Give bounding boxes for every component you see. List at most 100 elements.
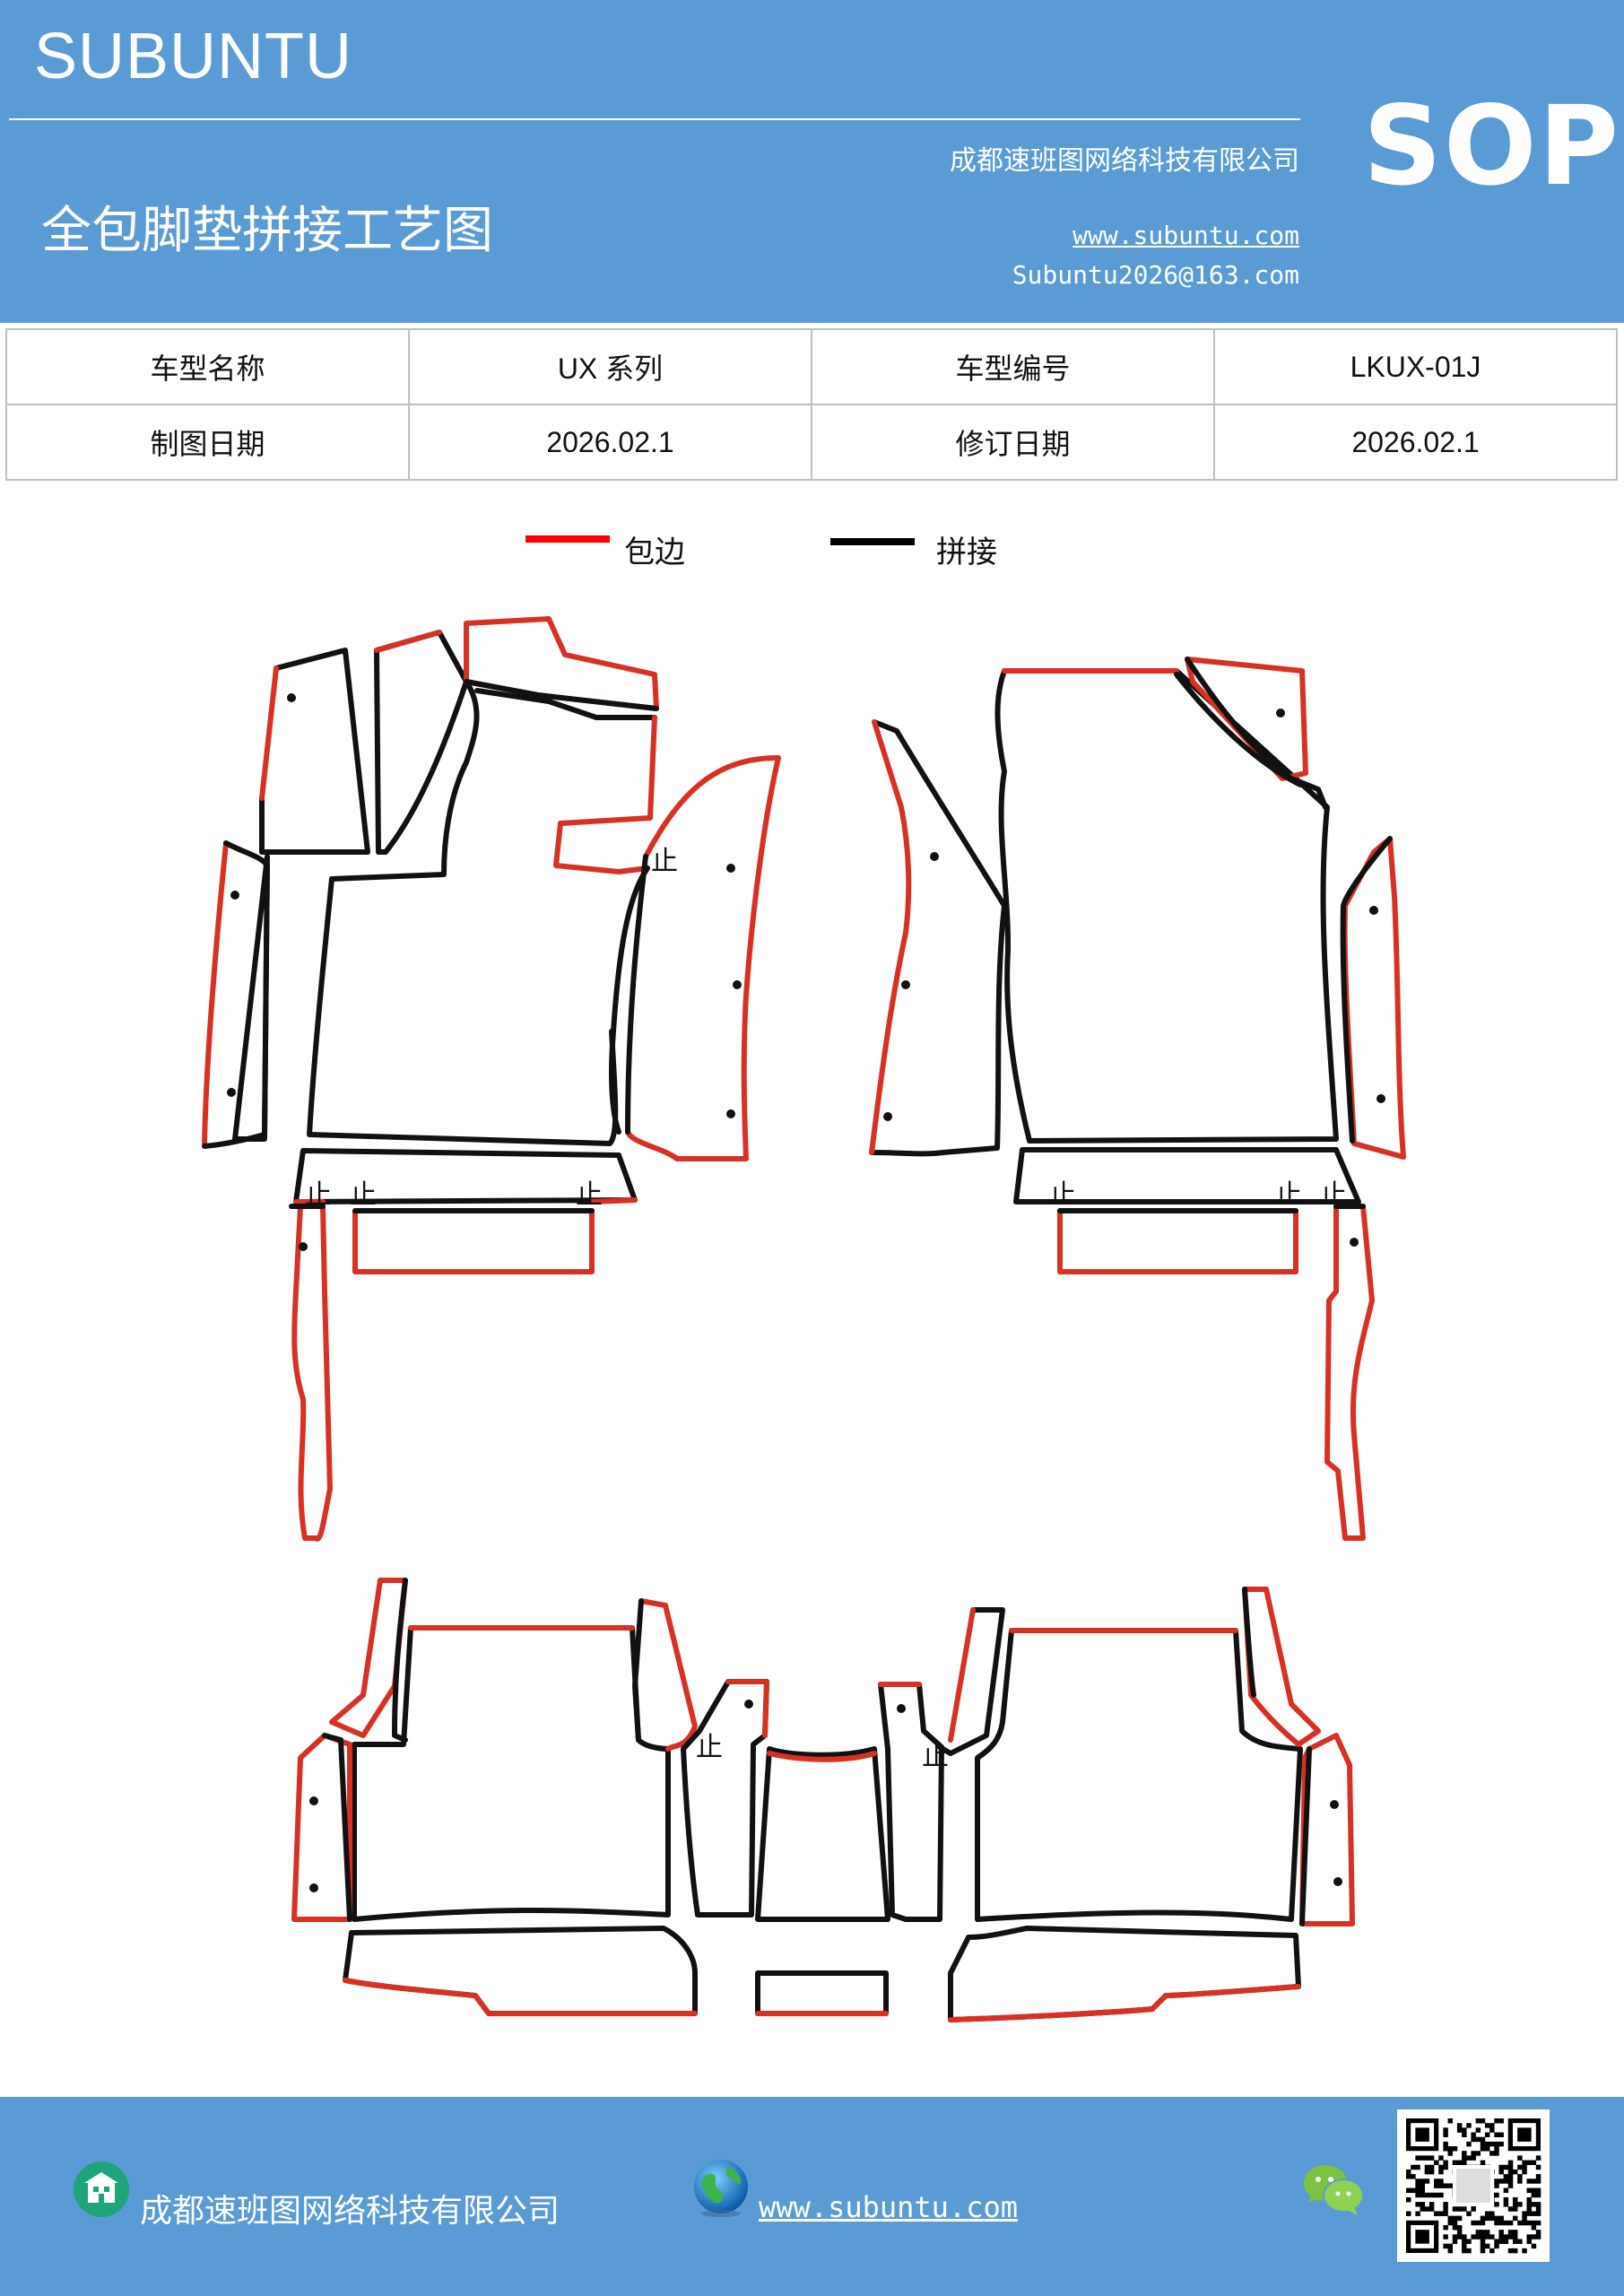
seam-outline — [343, 1926, 698, 2016]
seam-outline — [632, 1598, 644, 1743]
seam-outline — [681, 1679, 769, 1918]
seam-outline — [878, 1682, 944, 1922]
building-icon — [74, 2161, 129, 2217]
locating-hole — [287, 693, 296, 702]
qr-code[interactable] — [1397, 2109, 1550, 2262]
email-address: Subuntu2026@163.com — [1012, 260, 1299, 290]
locating-hole — [299, 1242, 308, 1251]
locating-hole — [1333, 1877, 1342, 1886]
seam-outline — [625, 854, 648, 1135]
table-row: 车型名称 UX 系列 车型编号 LKUX-01J — [5, 328, 1618, 405]
binding-edge — [1057, 1208, 1298, 1274]
binding-edge — [625, 755, 781, 1161]
seam-outline — [1340, 836, 1393, 1144]
locating-hole — [1350, 1238, 1359, 1247]
binding-edge — [1299, 1733, 1355, 1926]
sop-mark: SOP — [1363, 83, 1620, 210]
binding-edge — [202, 840, 229, 1146]
seam-outline — [948, 1926, 1301, 2022]
binding-edge — [553, 715, 657, 874]
binding-edge — [1185, 657, 1308, 781]
locating-hole — [309, 1883, 318, 1892]
splice-stop-mark: 止 — [576, 1179, 603, 1211]
seam-outline — [1174, 672, 1303, 787]
locating-hole — [227, 1088, 236, 1097]
binding-edge — [343, 1978, 698, 2016]
seam-outline — [259, 648, 370, 855]
model-name-label: 车型名称 — [5, 328, 410, 405]
revision-date-label: 修订日期 — [811, 404, 1215, 481]
seam-outline — [352, 1625, 671, 1922]
binding-edge — [259, 665, 279, 801]
company-name: 成都速班图网络科技有限公司 — [950, 145, 1299, 177]
legend-label-seam: 拼接 — [936, 535, 997, 570]
locating-hole — [930, 852, 939, 861]
locating-hole — [744, 1700, 753, 1709]
locating-hole — [1276, 709, 1285, 718]
binding-edge — [638, 1598, 698, 1752]
header-divider — [9, 118, 1300, 120]
binding-edge — [374, 630, 442, 653]
model-code-value: LKUX-01J — [1213, 328, 1618, 405]
locating-hole — [1376, 1094, 1385, 1103]
website-link[interactable]: www.subuntu.com — [1073, 221, 1299, 250]
locating-hole — [1330, 1800, 1339, 1809]
binding-edge — [589, 1197, 638, 1205]
seam-outline — [322, 1733, 352, 1922]
seam-outline — [374, 630, 469, 855]
legend-swatch-edge — [525, 535, 610, 543]
locating-hole — [883, 1112, 892, 1121]
table-row: 制图日期 2026.02.1 修订日期 2026.02.1 — [5, 404, 1618, 481]
seam-outline — [474, 688, 657, 720]
locating-hole — [1369, 906, 1378, 915]
seam-outline — [1242, 1587, 1256, 1698]
footer-website-link[interactable]: www.subuntu.com — [759, 2190, 1018, 2224]
legend-label-edge: 包边 — [624, 535, 685, 570]
legend-swatch-seam — [830, 538, 915, 545]
seam-outline — [755, 1970, 889, 2016]
seam-outline — [202, 840, 270, 1149]
splice-stop-mark: 止 — [1275, 1179, 1302, 1211]
model-name-value: UX 系列 — [408, 328, 812, 405]
seam-outline — [307, 679, 619, 1146]
seam-outline — [975, 1628, 1303, 1922]
model-code-label: 车型编号 — [811, 328, 1215, 405]
footer-company-name: 成都速班图网络科技有限公司 — [140, 2193, 560, 2230]
binding-edge — [725, 1679, 769, 1738]
brand-name: SUBUNTU — [34, 21, 353, 92]
binding-edge — [352, 1208, 595, 1274]
seam-outline — [869, 719, 1007, 1157]
splice-stop-mark: 止 — [696, 1732, 723, 1763]
locating-hole — [897, 1704, 906, 1713]
splice-stop-mark: 止 — [651, 846, 678, 877]
binding-edge — [291, 1204, 333, 1542]
drawing-date-value: 2026.02.1 — [408, 404, 812, 481]
header-banner — [0, 0, 1624, 323]
binding-edge — [869, 719, 912, 1155]
splice-stop-mark: 止 — [922, 1741, 949, 1772]
binding-edge — [1242, 1587, 1321, 1747]
binding-edge — [291, 1733, 352, 1922]
seam-outline — [1299, 1746, 1312, 1926]
splice-stop-mark: 止 — [305, 1179, 332, 1211]
seam-outline — [392, 1578, 408, 1743]
locating-hole — [733, 980, 742, 989]
seam-outline — [937, 1607, 1005, 1756]
seam-outline — [464, 679, 659, 711]
binding-edge — [948, 1607, 976, 1743]
splice-stop-mark: 止 — [350, 1179, 377, 1211]
splice-stop-mark: 止 — [1320, 1179, 1347, 1211]
seam-outline — [755, 1746, 890, 1922]
revision-date-value: 2026.02.1 — [1213, 404, 1618, 481]
vehicle-info-table: 车型名称 UX 系列 车型编号 LKUX-01J 制图日期 2026.02.1 … — [5, 328, 1618, 481]
drawing-date-label: 制图日期 — [5, 404, 410, 481]
locating-hole — [309, 1796, 318, 1805]
locating-hole — [726, 1109, 735, 1118]
locating-hole — [726, 864, 735, 873]
wechat-icon[interactable] — [1302, 2161, 1365, 2217]
binding-edge — [767, 1751, 877, 1762]
document-title: 全包脚垫拼接工艺图 — [41, 202, 493, 260]
seam-outline — [609, 865, 650, 1135]
seam-outline — [994, 668, 1339, 1144]
locating-hole — [901, 980, 910, 989]
